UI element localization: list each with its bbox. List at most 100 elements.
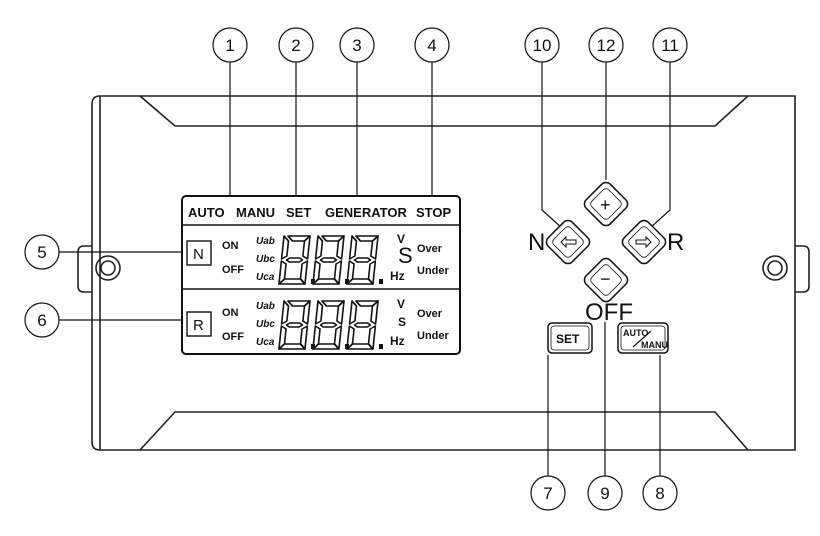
callout-number: 8 [655, 484, 664, 503]
callout-circle [642, 475, 678, 511]
panel-outline [99, 95, 796, 451]
segment-b [370, 300, 379, 325]
minus-button[interactable]: − [582, 256, 630, 304]
segment-e [278, 325, 287, 350]
callout-3: 3 [339, 27, 375, 198]
callout-circle [24, 234, 60, 270]
seven-segment-digit [278, 300, 311, 350]
callout-number: 2 [291, 36, 300, 55]
segment-e [346, 260, 355, 285]
minus-icon: − [600, 269, 611, 289]
seven-segment-digit [312, 300, 345, 350]
callout-number: 9 [600, 484, 609, 503]
arrow-right-icon [635, 235, 652, 249]
segment-b [302, 235, 311, 260]
panel-corner-tl [91, 95, 101, 105]
callout-12: 12 [588, 27, 624, 180]
row-r-uca-label: Uca [256, 337, 275, 348]
seven-segment-digit [346, 300, 379, 350]
plus-button[interactable]: + [582, 180, 630, 228]
keypad-off-label: OFF [585, 299, 633, 326]
callout-2: 2 [278, 27, 314, 198]
set-button[interactable]: SET [547, 322, 593, 354]
callout-number: 5 [37, 243, 46, 262]
source-r-letter: R [193, 317, 204, 334]
lcd-manu-label: MANU [236, 205, 275, 220]
arrow-left-icon [560, 235, 577, 249]
callout-number: 6 [37, 311, 46, 330]
lcd-generator-label: GENERATOR [325, 205, 407, 220]
segment-f [348, 235, 358, 260]
segment-b [302, 300, 311, 325]
callout-number: 4 [427, 36, 436, 55]
segment-f [348, 300, 358, 325]
row-n-under-label: Under [417, 265, 450, 277]
callout-leader-line [541, 62, 563, 229]
mount-left [77, 245, 121, 293]
row-r-digits [278, 300, 383, 350]
segment-f [314, 235, 324, 260]
row-n-digits [278, 235, 383, 285]
segment-b [336, 235, 345, 260]
row-r-s-unit: S [398, 315, 406, 329]
seven-segment-digit [346, 235, 379, 285]
segment-g [285, 257, 304, 263]
row-n-uab-label: Uab [256, 236, 275, 247]
lcd-stop-label: STOP [416, 205, 451, 220]
segment-f [314, 300, 324, 325]
lcd-row-n: N ON OFF Uab Ubc Uca V S Hz Over Under [186, 232, 450, 285]
segment-e [278, 260, 287, 285]
callout-number: 3 [352, 36, 361, 55]
row-n-s-unit: S [398, 243, 413, 268]
callout-circle [212, 27, 248, 63]
row-r-uab-label: Uab [256, 301, 275, 312]
row-r-off-label: OFF [222, 331, 244, 343]
segment-e [312, 260, 321, 285]
row-n-hz-unit: Hz [390, 269, 405, 283]
lcd-row-r: R ON OFF Uab Ubc Uca V S Hz Over Under [186, 297, 450, 350]
callout-1: 1 [212, 27, 248, 198]
seven-segment-digit [312, 235, 345, 285]
callout-8: 8 [642, 355, 678, 511]
auto-manu-button[interactable]: AUTO MANU [617, 322, 669, 354]
row-n-ubc-label: Ubc [256, 254, 275, 265]
top-rail [139, 95, 749, 127]
left-arrow-button[interactable] [544, 218, 592, 266]
segment-g [353, 257, 372, 263]
source-r-box [186, 311, 212, 337]
manu-label: MANU [641, 340, 668, 350]
row-r-hz-unit: Hz [390, 334, 405, 348]
segment-g [353, 322, 372, 328]
callout-number: 1 [225, 36, 234, 55]
lcd-display: AUTO MANU SET GENERATOR STOP N ON OFF Ua… [181, 195, 461, 355]
callout-6: 6 [24, 302, 187, 338]
bottom-rail [139, 411, 749, 451]
callout-circle [24, 302, 60, 338]
callout-circle [530, 475, 566, 511]
callout-11: 11 [649, 27, 688, 229]
right-arrow-button[interactable] [620, 218, 668, 266]
callout-number: 11 [661, 36, 679, 55]
panel-housing [77, 95, 810, 451]
keypad-r-letter: R [667, 229, 684, 256]
lcd-frame [181, 195, 461, 355]
row-r-under-label: Under [417, 330, 450, 342]
auto-manu-slash [632, 330, 652, 348]
segment-e [312, 325, 321, 350]
set-button-label: SET [556, 332, 580, 346]
segment-g [319, 257, 338, 263]
segment-f [280, 235, 290, 260]
row-n-off-label: OFF [222, 264, 244, 276]
callout-10: 10 [524, 27, 563, 229]
keypad: + − N R OFF [528, 180, 684, 326]
panel-corner-bl [91, 441, 101, 451]
lcd-auto-label: AUTO [188, 205, 225, 220]
segment-f [280, 300, 290, 325]
keypad-n-letter: N [528, 229, 545, 256]
decimal-point [379, 344, 383, 349]
row-n-uca-label: Uca [256, 272, 275, 283]
callout-7: 7 [530, 355, 566, 511]
plus-icon: + [600, 195, 611, 215]
